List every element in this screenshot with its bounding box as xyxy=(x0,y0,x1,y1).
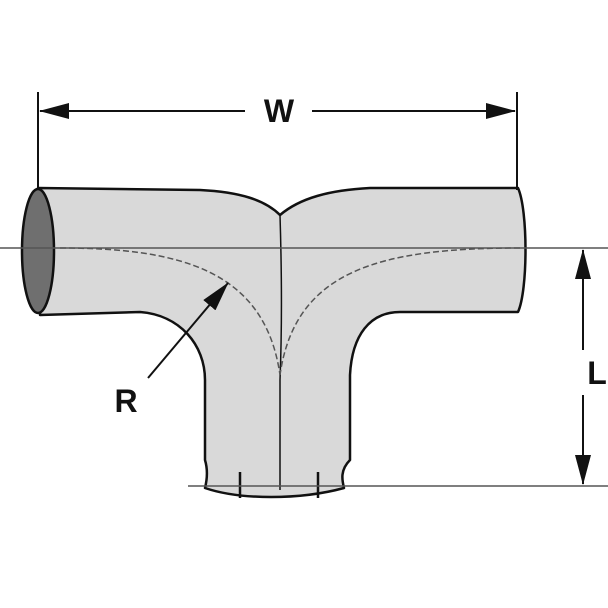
w-label: W xyxy=(264,93,295,129)
left-bend-centerline xyxy=(59,247,281,376)
pipe-left-end xyxy=(20,187,56,315)
r-leader-arrow xyxy=(147,282,229,379)
r-label: R xyxy=(114,383,137,419)
l-label: L xyxy=(587,355,607,391)
right-bend-centerline xyxy=(279,247,521,376)
